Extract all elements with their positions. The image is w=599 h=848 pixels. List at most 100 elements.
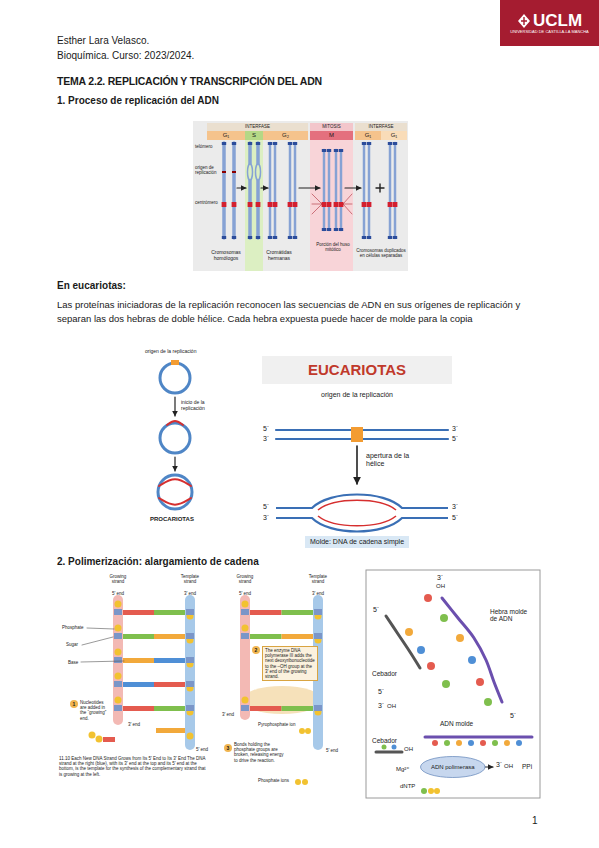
callout-text: Bonds holding the phosphate groups are b… — [234, 742, 284, 763]
telomere — [362, 142, 366, 145]
telomere — [256, 142, 260, 145]
chromosome — [394, 143, 397, 238]
telomere — [268, 236, 272, 239]
base — [123, 706, 154, 711]
dntp-base — [421, 788, 427, 794]
strand-end: 5′ end — [239, 591, 251, 596]
strand-end: 5´ — [263, 503, 269, 511]
figure-label: Cromátidas hermanas — [255, 250, 303, 262]
chromosome — [323, 150, 326, 230]
polymerase-shape — [242, 686, 322, 714]
origin-mark — [222, 171, 226, 173]
origin-mark — [232, 171, 236, 173]
telomere — [327, 149, 331, 152]
centromere — [334, 202, 339, 207]
node-text: S — [252, 131, 256, 140]
base — [250, 610, 282, 615]
spindle-fiber — [343, 204, 352, 214]
single-strand-template — [318, 516, 396, 526]
telomere — [273, 236, 277, 239]
base — [250, 634, 282, 639]
origin-mark — [171, 360, 179, 365]
nucleotide — [456, 740, 462, 746]
callout-text: Nucleotides are added in the “growing” e… — [80, 700, 110, 721]
phosphate — [302, 779, 308, 785]
strand-end: 5′ end — [196, 747, 208, 752]
telomere — [256, 236, 260, 239]
page-number: 1 — [532, 815, 538, 827]
centromere — [388, 202, 393, 207]
page-title: TEMA 2.2. REPLICACIÓN Y TRANSCRIPCIÓN DE… — [57, 75, 322, 87]
chromosome — [363, 143, 366, 238]
sugar — [114, 681, 122, 687]
nucleotide — [516, 740, 522, 746]
strand-end: 3´ — [263, 514, 269, 522]
telomere — [388, 142, 392, 145]
sugar — [186, 633, 194, 639]
strand-end: 3´ — [452, 425, 458, 433]
cycle-arrow — [345, 187, 361, 188]
nucleotide — [468, 740, 474, 746]
figure-label: Phosphate ions — [258, 778, 289, 783]
nucleotide — [417, 646, 425, 654]
telomere — [232, 142, 236, 145]
nucleotide — [480, 740, 486, 746]
nucleotide — [424, 594, 432, 602]
phosphate — [299, 728, 305, 734]
circular-dna — [160, 363, 190, 393]
callout-number: 3 — [224, 744, 232, 752]
cycle-arrow — [237, 187, 246, 188]
logo-text: UCLM — [533, 11, 582, 31]
chromosome — [368, 143, 371, 238]
strand-end: 3´ — [378, 702, 384, 710]
figure-label: Template strand — [304, 574, 332, 584]
chromosome — [289, 143, 292, 238]
phosphate — [295, 779, 301, 785]
node-text: M — [329, 131, 334, 140]
node-text: MITOSIS — [322, 123, 340, 131]
chromosome — [294, 143, 297, 238]
logo-box: UCLMUNIVERSIDAD DE CASTILLA-LA MANCHA — [500, 0, 599, 46]
section-heading: 2. Polimerización: alargamiento de caden… — [57, 556, 259, 568]
nucleotide — [504, 740, 510, 746]
figure-label: Cebador — [372, 670, 397, 677]
panel-title: PROCARIOTAS — [150, 516, 194, 523]
figure-label: OH — [404, 746, 413, 753]
node-text: G₂ — [282, 131, 289, 140]
phosphate — [187, 733, 194, 740]
nucleotide — [392, 745, 397, 750]
new-strand — [159, 479, 191, 486]
sugar — [241, 633, 249, 639]
node-text: INTERFASE — [245, 123, 270, 131]
phosphate — [242, 625, 249, 632]
strand-end: 5′ end — [112, 591, 124, 596]
phosphate — [115, 601, 122, 608]
figure-label: OH — [504, 763, 513, 770]
sugar — [314, 705, 322, 711]
telomere — [322, 228, 326, 231]
figure-label: origen de replicación — [195, 165, 219, 175]
base — [123, 634, 154, 639]
telomere — [388, 236, 392, 239]
centromere — [339, 202, 344, 207]
telomere — [327, 228, 331, 231]
centromere — [248, 202, 253, 207]
centromere — [268, 202, 273, 207]
sugar — [186, 681, 194, 687]
centromere — [367, 202, 372, 207]
section-heading: 1. Proceso de replicación del ADN — [57, 95, 219, 107]
phosphate — [242, 697, 249, 704]
nucleotide — [456, 634, 464, 642]
telomere — [268, 142, 272, 145]
phosphate — [115, 649, 122, 656]
logo-text: UNIVERSIDAD DE CASTILLA-LA MANCHA — [510, 30, 588, 35]
leader-line — [81, 661, 124, 662]
chromosome — [274, 143, 277, 238]
strand-end: 5´ — [373, 606, 379, 614]
figure-label: Mg²⁺ — [396, 766, 410, 773]
figure-label: OH — [436, 583, 445, 590]
new-strand — [167, 421, 183, 425]
node-text: Molde: DNA de cadena simple — [310, 538, 404, 546]
phase-cell: S — [245, 131, 263, 140]
